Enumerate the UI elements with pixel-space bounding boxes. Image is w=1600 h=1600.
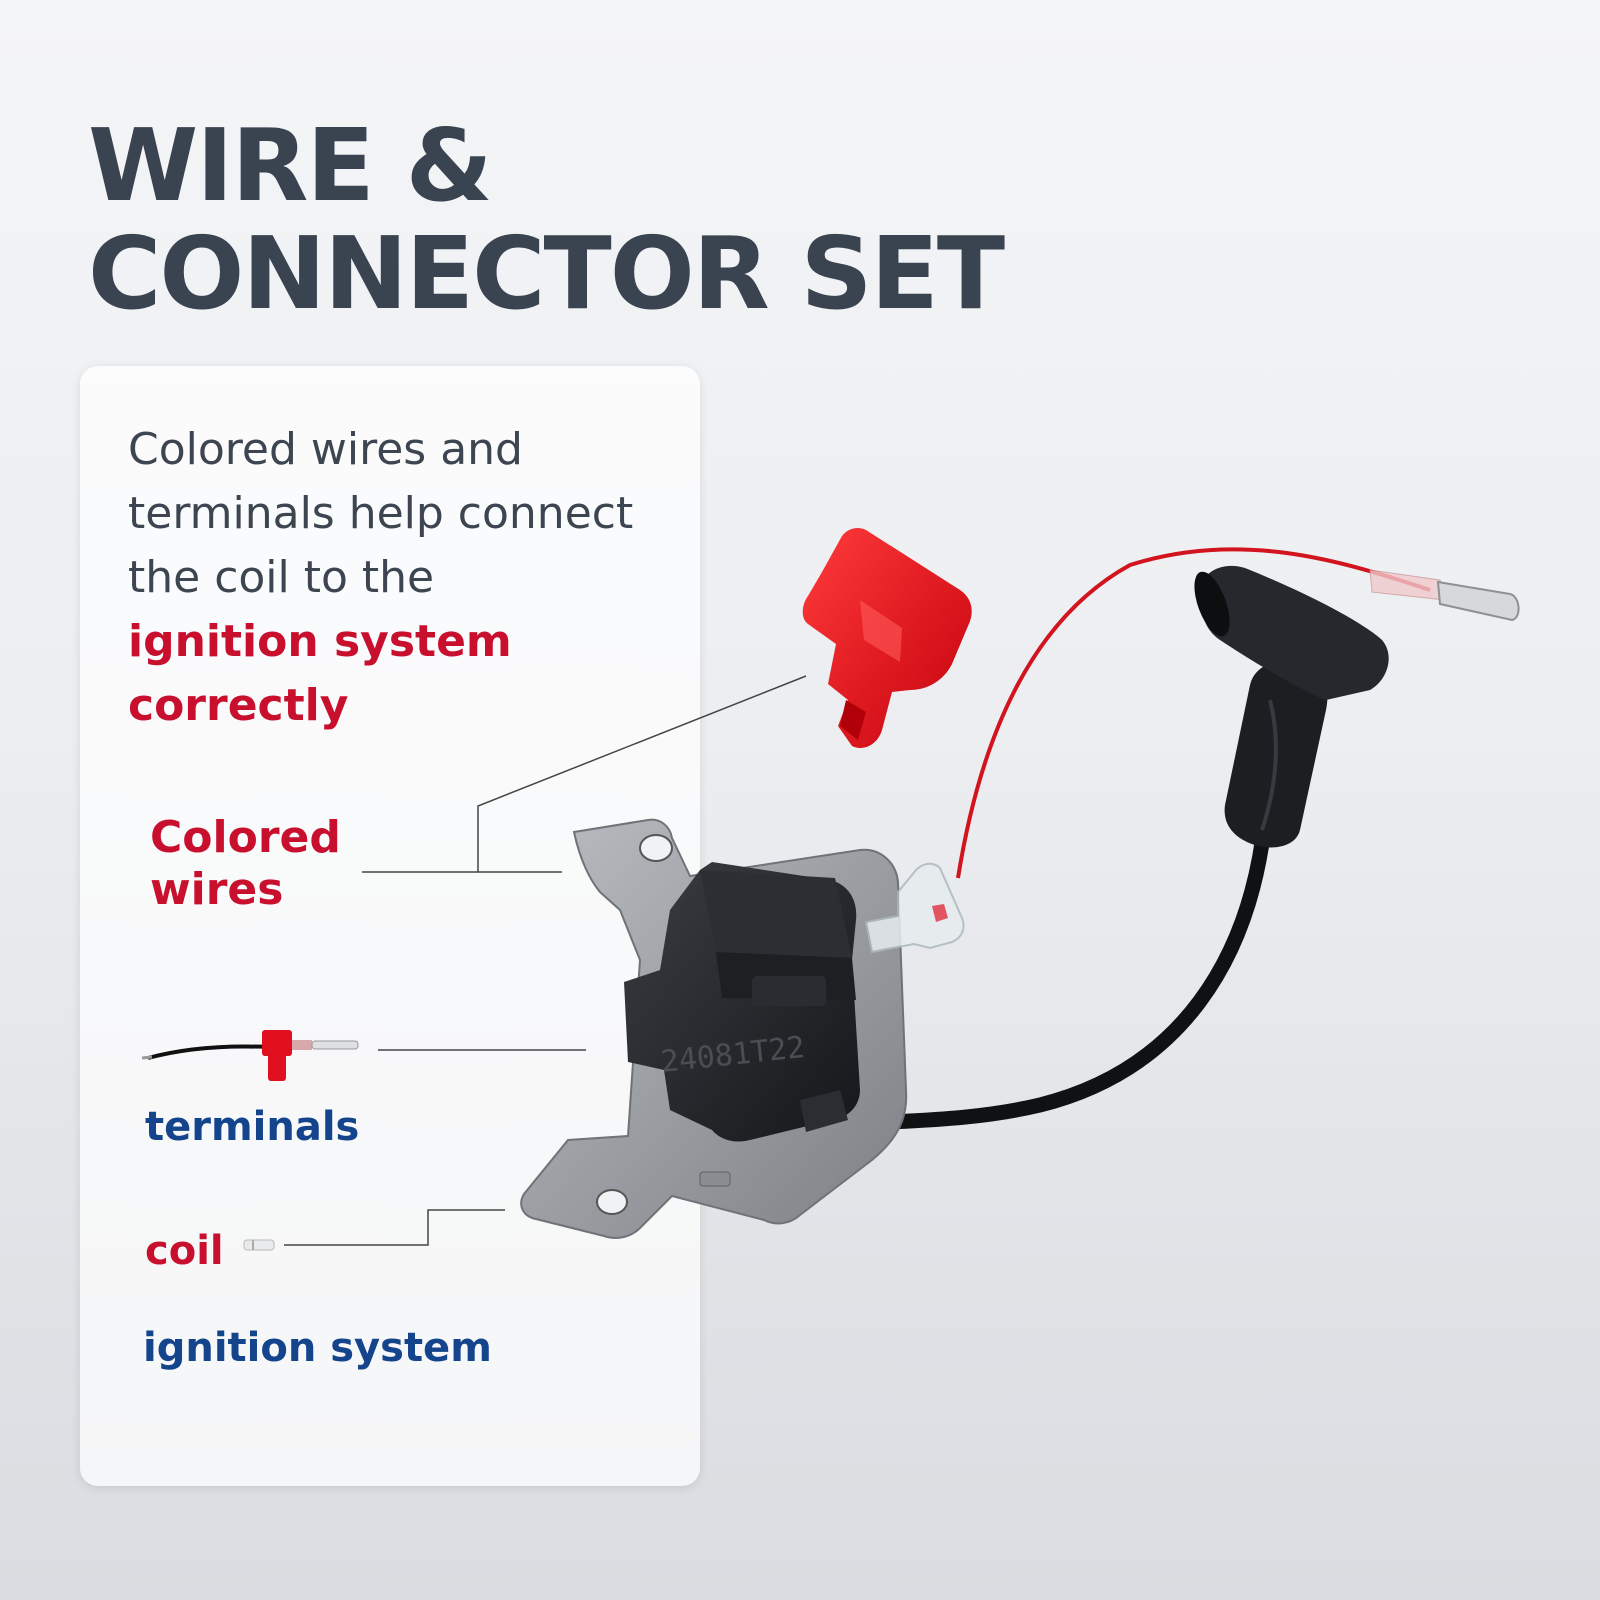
small-terminal-icon (243, 1239, 275, 1251)
page-title: WIRE & CONNECTOR SET (88, 107, 1005, 332)
label-colored-line-1: Colored (150, 812, 341, 863)
leader-lines (284, 675, 807, 1246)
ignition-coil: 24081T22 (624, 862, 860, 1142)
description-highlight-2: correctly (128, 680, 349, 731)
mount-hole-top (639, 834, 673, 862)
leader-colored-wires (362, 675, 807, 873)
leader-coil (284, 1209, 505, 1246)
label-terminals: terminals (145, 1104, 360, 1150)
label-coil: coil (145, 1228, 224, 1274)
description: Colored wires and terminals help connect… (128, 418, 688, 738)
label-colored-wires: Colored wires (150, 812, 341, 916)
description-line-2: terminals help connect (128, 488, 634, 539)
label-colored-line-2: wires (150, 864, 284, 915)
title-line-2: CONNECTOR SET (88, 215, 1005, 332)
coil-terminal-connector (864, 862, 965, 954)
description-line-1: Colored wires and (128, 424, 523, 475)
description-highlight-1: ignition system (128, 616, 512, 667)
title-line-1: WIRE & (88, 107, 493, 224)
spark-plug-boot (1194, 565, 1389, 848)
black-lead (882, 812, 1273, 1130)
red-wire (956, 547, 1431, 879)
red-boot-cap (802, 528, 972, 749)
label-ignition-system: ignition system (143, 1325, 492, 1371)
info-panel (80, 366, 700, 1486)
terminal-wire-icon (141, 1030, 359, 1081)
mount-hole-bottom (596, 1189, 628, 1215)
spade-connector (1369, 569, 1520, 622)
description-line-3: the coil to the (128, 552, 435, 603)
